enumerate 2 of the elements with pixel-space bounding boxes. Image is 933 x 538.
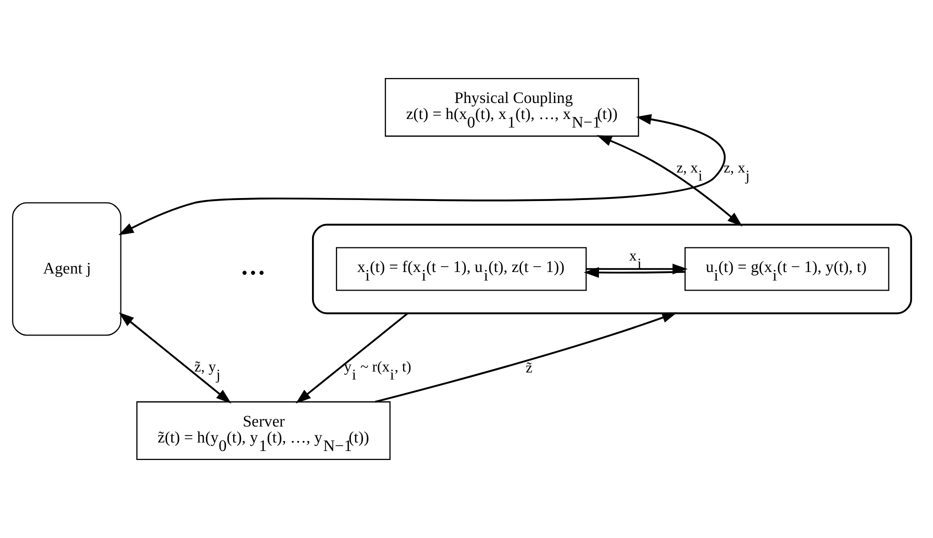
edge-label: z̃ <box>526 360 532 376</box>
label: … <box>240 252 266 280</box>
